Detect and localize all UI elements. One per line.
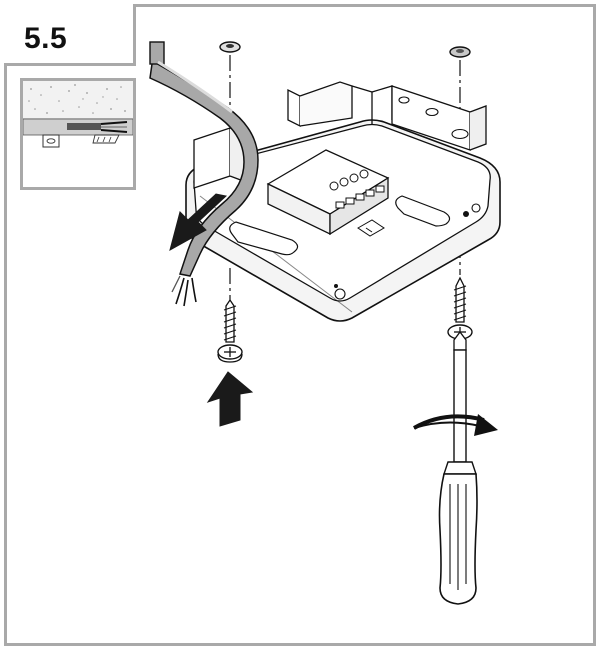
rotate-clockwise-arrow-icon (413, 414, 498, 436)
ceiling-cable-detail-icon (23, 81, 133, 148)
push-up-arrow-icon (206, 371, 254, 427)
screw-icon-right (447, 276, 473, 340)
screw-icon-left (217, 298, 243, 363)
ceiling-detail-inset (20, 78, 136, 190)
base-plate (185, 81, 501, 322)
illustration-frame (4, 4, 596, 646)
insert-cable-arrow-icon (169, 193, 228, 252)
step-box: 5.5 (4, 4, 136, 66)
screwdriver-icon (438, 330, 478, 605)
step-number: 5.5 (24, 22, 68, 55)
wall-plug-icon-right (449, 46, 471, 58)
wall-plug-icon-left (219, 41, 241, 53)
